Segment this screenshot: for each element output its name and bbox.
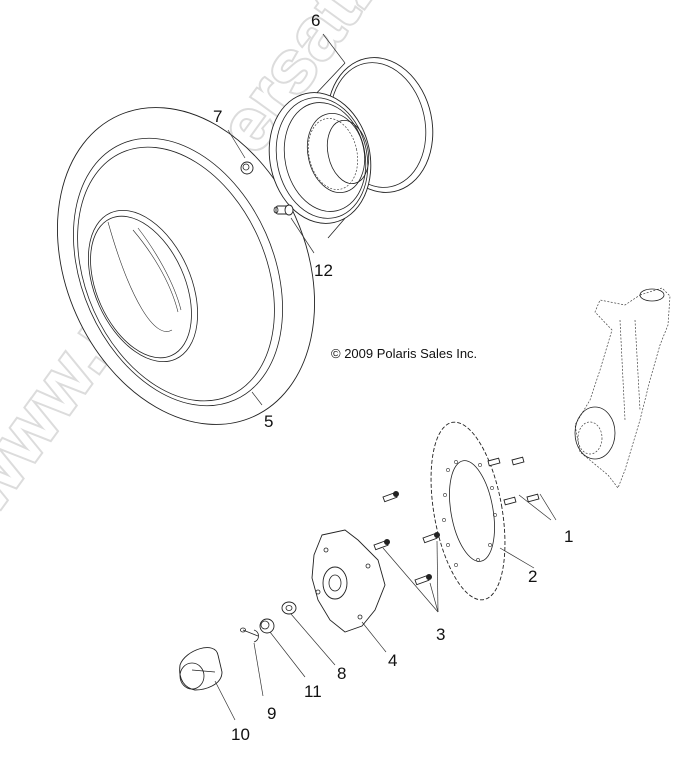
copyright-notice: © 2009 Polaris Sales Inc. [331,346,478,361]
disc-bolts-drawing [487,456,540,506]
hub-bolts-drawing [373,491,440,586]
lug-nut-drawing [240,161,254,175]
callout-4: 4 [388,651,398,670]
callout-6: 6 [311,11,321,30]
callout-5: 5 [264,412,274,431]
callout-8: 8 [337,664,347,683]
callout-1: 1 [564,527,574,546]
washer-drawing [281,601,297,615]
cotter-pin-drawing [240,627,259,643]
callout-12: 12 [314,261,333,280]
brake-disc-drawing [430,421,506,601]
valve-stem-drawing [273,204,294,216]
hub-cap-drawing [179,647,223,691]
steering-knuckle-drawing [574,287,671,489]
callout-11: 11 [304,682,322,701]
callout-7: 7 [213,107,223,126]
callout-10: 10 [231,725,250,744]
hub-drawing [311,529,386,633]
callout-2: 2 [528,567,538,586]
castle-nut-drawing [259,618,275,634]
tire-drawing [57,107,315,425]
callout-3: 3 [436,625,446,644]
callout-9: 9 [267,704,277,723]
rim-drawing [268,57,434,239]
leader-lines [214,33,557,721]
